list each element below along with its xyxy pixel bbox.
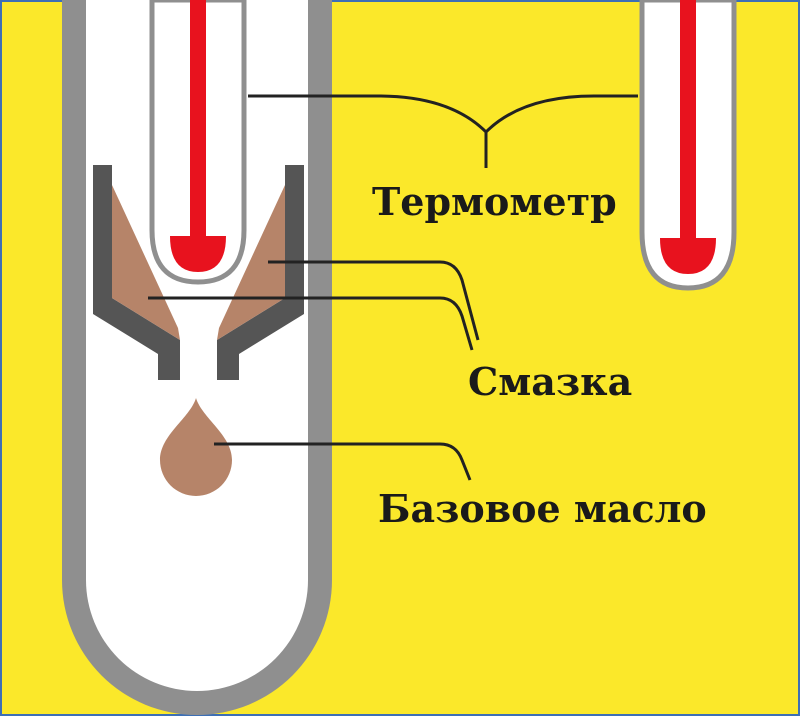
thermometer-outer-mercury-column bbox=[680, 0, 696, 246]
grease-left bbox=[112, 185, 180, 340]
grease-right bbox=[217, 185, 285, 340]
label-grease: Смазка bbox=[468, 359, 632, 404]
grease-cup-right-wall bbox=[217, 165, 304, 380]
label-base-oil: Базовое масло bbox=[378, 486, 707, 531]
grease-cup-left-wall bbox=[93, 165, 180, 380]
base-oil-leader-line bbox=[214, 442, 472, 481]
thermometer-leader-lines bbox=[248, 94, 638, 168]
grease-leader-lines bbox=[148, 260, 480, 351]
label-thermometer: Термометр bbox=[372, 179, 617, 224]
test-tube-inner bbox=[86, 0, 308, 691]
thermometer-inner-bulb bbox=[170, 236, 226, 272]
base-oil-drop bbox=[160, 398, 232, 496]
thermometer-inner-mercury-column bbox=[190, 0, 206, 244]
thermometer-outer-bulb bbox=[660, 238, 716, 274]
